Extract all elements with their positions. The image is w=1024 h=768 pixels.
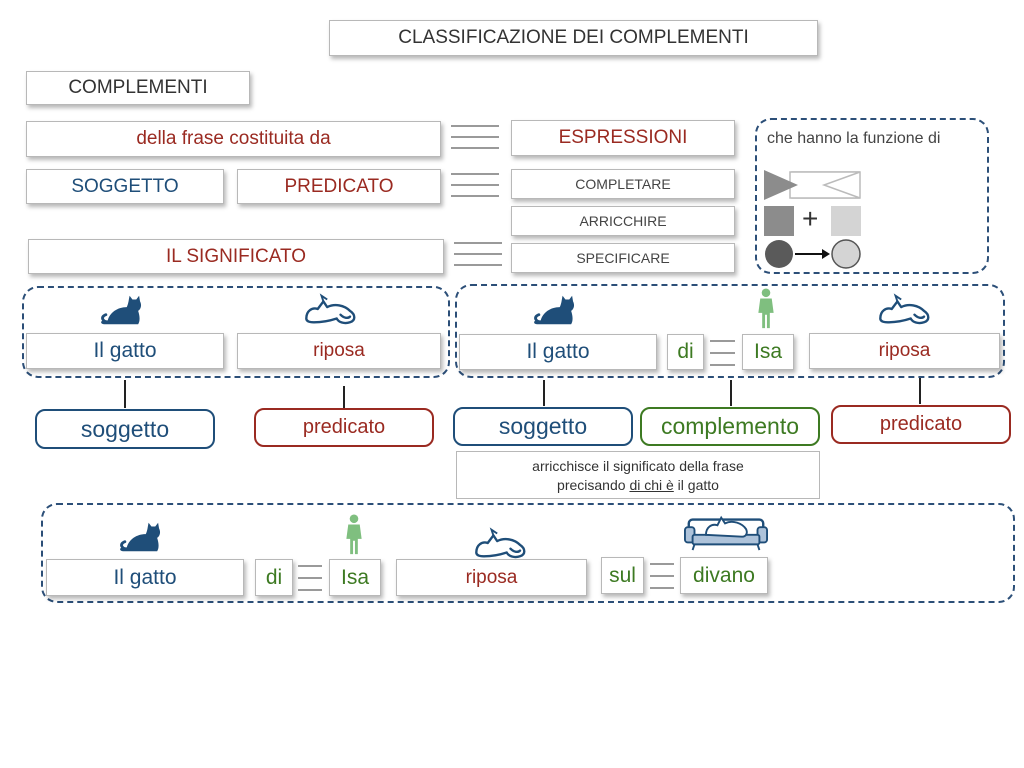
verb-specificare-box: SPECIFICARE	[511, 243, 735, 273]
section-header: COMPLEMENTI	[26, 71, 250, 105]
circle-arrow-icon	[765, 239, 861, 269]
example2-predicate-box: riposa	[809, 333, 1000, 369]
legend-caption: che hanno la funzione di	[767, 130, 941, 147]
example3-panel	[41, 503, 1015, 603]
example3-subject-box: Il gatto	[46, 559, 244, 596]
sleeping-cat-icon	[472, 524, 530, 562]
example1-predicate-box: riposa	[237, 333, 441, 369]
connector-line	[124, 380, 126, 408]
equals-icon	[451, 171, 499, 201]
note-line-2-underlined: di chi è	[629, 477, 674, 493]
example3-predicate-box: riposa	[396, 559, 587, 596]
predicate-text: PREDICATO	[284, 175, 394, 197]
note-line-2-pre: precisando	[557, 477, 630, 493]
example2-subject-box: Il gatto	[459, 334, 657, 370]
example1-subject-label-text: soggetto	[80, 415, 170, 442]
example1-predicate-text: riposa	[313, 340, 365, 361]
example2-predicate-text: riposa	[878, 340, 931, 361]
phrase-box: della frase costituita da	[26, 121, 441, 157]
example2-preposition-box: di	[667, 334, 704, 370]
verb-arricchire-box: ARRICCHIRE	[511, 206, 735, 236]
example2-complement-label: complemento	[640, 407, 820, 446]
example3-predicate-text: riposa	[465, 566, 518, 588]
example2-subject-label: soggetto	[453, 407, 633, 446]
person-icon	[756, 288, 776, 330]
example2-preposition-text: di	[677, 340, 694, 363]
example2-predicate-label-text: predicato	[879, 413, 963, 435]
example1-subject-label: soggetto	[35, 409, 215, 449]
example2-subject-label-text: soggetto	[498, 413, 588, 439]
square-dark-icon	[764, 206, 794, 236]
expressions-text: ESPRESSIONI	[558, 127, 688, 148]
example3-preposition1-text: di	[265, 565, 283, 589]
example3-preposition1-box: di	[255, 559, 293, 596]
complement-note: arricchisce il significato della frase p…	[456, 451, 820, 499]
verb-arricchire-text: ARRICCHIRE	[579, 213, 667, 229]
connector-line	[543, 380, 545, 406]
cat-icon	[531, 290, 579, 328]
section-header-text: COMPLEMENTI	[68, 77, 208, 98]
example2-name-text: Isa	[753, 340, 782, 363]
example1-predicate-label: predicato	[254, 408, 434, 447]
example1-panel	[22, 286, 450, 378]
arrow-complete-icon	[764, 170, 861, 200]
note-line-2: precisando di chi è il gatto	[457, 476, 819, 495]
meaning-text: IL SIGNIFICATO	[165, 245, 307, 267]
verb-completare-box: COMPLETARE	[511, 169, 735, 199]
predicate-box: PREDICATO	[237, 169, 441, 204]
connector-line	[343, 386, 345, 412]
subject-text: SOGGETTO	[71, 175, 179, 197]
note-line-2-post: il gatto	[673, 477, 719, 493]
equals-icon	[454, 240, 502, 270]
page-title: CLASSIFICAZIONE DEI COMPLEMENTI	[329, 20, 818, 56]
verb-specificare-text: SPECIFICARE	[576, 250, 670, 266]
example2-predicate-label: predicato	[831, 405, 1011, 444]
verb-completare-text: COMPLETARE	[575, 176, 671, 192]
legend-panel	[755, 118, 989, 274]
equals-icon	[650, 561, 674, 591]
note-line-1: arricchisce il significato della frase	[532, 458, 744, 474]
person-icon	[344, 514, 364, 556]
equals-icon	[451, 123, 499, 153]
subject-box: SOGGETTO	[26, 169, 224, 204]
page-title-text: CLASSIFICAZIONE DEI COMPLEMENTI	[398, 27, 749, 48]
equals-icon	[298, 563, 322, 593]
sleeping-cat-icon	[876, 290, 934, 328]
sofa-icon	[682, 510, 770, 552]
example3-name-text: Isa	[340, 565, 369, 589]
example2-panel	[455, 284, 1005, 378]
cat-icon	[98, 290, 146, 328]
example2-subject-text: Il gatto	[526, 340, 590, 363]
example1-subject-box: Il gatto	[26, 333, 224, 369]
phrase-text: della frase costituita da	[136, 128, 331, 149]
example3-name-box: Isa	[329, 559, 381, 596]
example3-place-box: divano	[680, 557, 768, 594]
expressions-box: ESPRESSIONI	[511, 120, 735, 156]
example3-preposition2-box: sul	[601, 557, 644, 594]
connector-line	[730, 380, 732, 406]
example3-place-text: divano	[693, 563, 755, 587]
example3-subject-text: Il gatto	[113, 565, 177, 589]
equals-icon	[710, 338, 735, 368]
example1-predicate-label-text: predicato	[302, 416, 386, 438]
sleeping-cat-icon	[302, 290, 360, 328]
plus-icon: +	[802, 203, 819, 234]
square-light-icon	[831, 206, 861, 236]
connector-line	[919, 378, 921, 404]
example2-complement-label-text: complemento	[660, 413, 800, 439]
cat-icon	[117, 517, 165, 555]
example1-subject-text: Il gatto	[93, 339, 157, 362]
meaning-box: IL SIGNIFICATO	[28, 239, 444, 274]
example3-preposition2-text: sul	[609, 563, 636, 587]
example2-name-box: Isa	[742, 334, 794, 370]
